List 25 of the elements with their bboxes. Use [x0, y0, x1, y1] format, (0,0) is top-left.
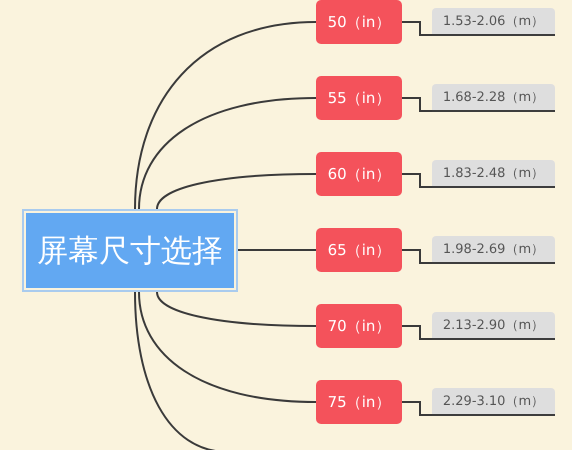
- note-box: 1.83-2.48（m）: [432, 160, 555, 188]
- connector-line: [402, 249, 432, 264]
- note-box: 2.29-3.10（m）: [432, 388, 555, 416]
- subtopic-box: 75（in）: [316, 380, 402, 424]
- note-box: 1.53-2.06（m）: [432, 8, 555, 36]
- connector-line: [402, 325, 432, 340]
- connector-line: [402, 173, 432, 188]
- connector-line: [138, 97, 316, 210]
- note-box: 1.98-2.69（m）: [432, 236, 555, 264]
- connector-line: [238, 249, 316, 251]
- subtopic-box: 55（in）: [316, 76, 402, 120]
- connector-line: [138, 292, 316, 403]
- note-box: 2.13-2.90（m）: [432, 312, 555, 340]
- connector-line: [156, 173, 316, 210]
- connector-line: [402, 97, 432, 112]
- subtopic-box: 65（in）: [316, 228, 402, 272]
- subtopic-box: 70（in）: [316, 304, 402, 348]
- connector-line: [156, 292, 316, 327]
- subtopic-box: 50（in）: [316, 0, 402, 44]
- connector-line: [402, 401, 432, 416]
- subtopic-box: 60（in）: [316, 152, 402, 196]
- note-box: 1.68-2.28（m）: [432, 84, 555, 112]
- connector-line: [402, 21, 432, 36]
- connector-line: [134, 21, 316, 210]
- central-topic-box: 屏幕尺寸选择: [22, 209, 238, 292]
